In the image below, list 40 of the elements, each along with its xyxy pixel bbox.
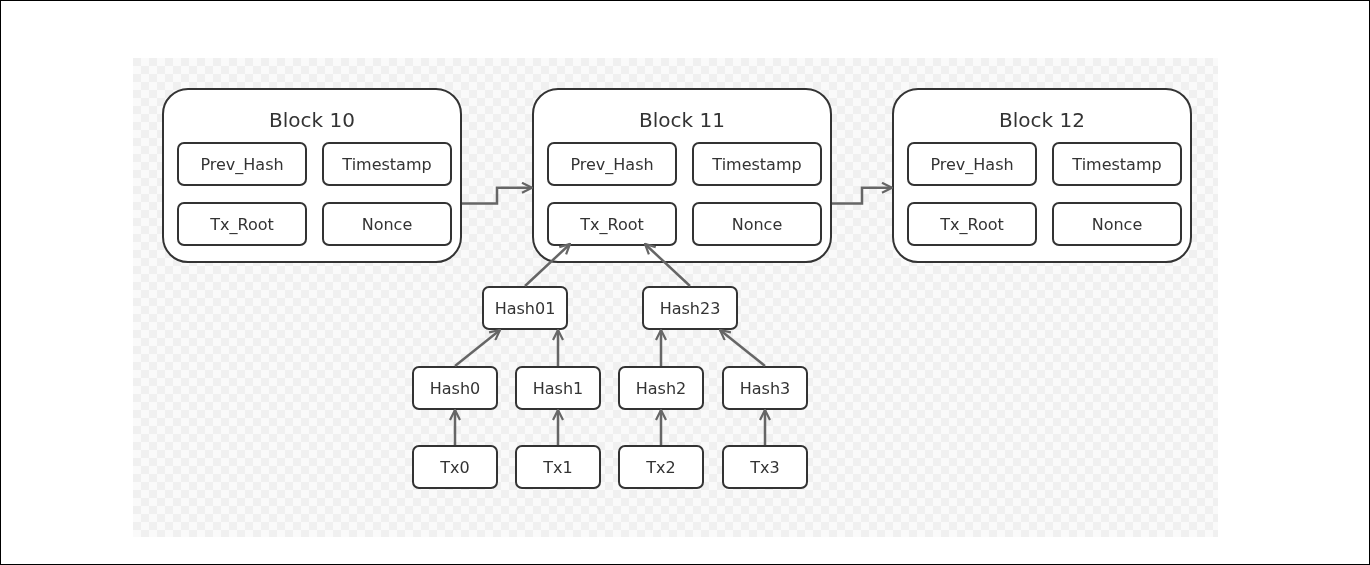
field-box: Tx3 bbox=[722, 445, 808, 489]
block-title: Block 12 bbox=[999, 108, 1085, 132]
field-box: Nonce bbox=[692, 202, 822, 246]
field-box: Tx_Root bbox=[177, 202, 307, 246]
block-box bbox=[892, 88, 1192, 263]
field-box: Nonce bbox=[1052, 202, 1182, 246]
arrow bbox=[448, 408, 462, 445]
arrow bbox=[551, 408, 565, 445]
arrow bbox=[654, 408, 668, 445]
field-box: Prev_Hash bbox=[907, 142, 1037, 186]
field-box: Hash23 bbox=[642, 286, 738, 330]
block-title: Block 11 bbox=[639, 108, 725, 132]
arrow bbox=[551, 328, 565, 366]
field-box: Tx2 bbox=[618, 445, 704, 489]
block-box bbox=[162, 88, 462, 263]
field-box: Tx1 bbox=[515, 445, 601, 489]
field-box: Hash2 bbox=[618, 366, 704, 410]
arrow bbox=[718, 328, 766, 367]
block-title: Block 10 bbox=[269, 108, 355, 132]
arrow bbox=[654, 328, 668, 366]
field-box: Hash0 bbox=[412, 366, 498, 410]
block-box bbox=[532, 88, 832, 263]
field-box: Tx0 bbox=[412, 445, 498, 489]
arrow bbox=[832, 181, 894, 205]
field-box: Hash3 bbox=[722, 366, 808, 410]
arrow bbox=[524, 242, 572, 287]
field-box: Nonce bbox=[322, 202, 452, 246]
field-box: Prev_Hash bbox=[547, 142, 677, 186]
field-box: Hash01 bbox=[482, 286, 568, 330]
field-box: Hash1 bbox=[515, 366, 601, 410]
arrow bbox=[454, 328, 502, 367]
field-box: Tx_Root bbox=[907, 202, 1037, 246]
field-box: Timestamp bbox=[1052, 142, 1182, 186]
field-box: Tx_Root bbox=[547, 202, 677, 246]
field-box: Timestamp bbox=[692, 142, 822, 186]
arrow bbox=[758, 408, 772, 445]
arrow bbox=[643, 242, 691, 287]
field-box: Prev_Hash bbox=[177, 142, 307, 186]
field-box: Timestamp bbox=[322, 142, 452, 186]
arrow bbox=[462, 181, 534, 205]
